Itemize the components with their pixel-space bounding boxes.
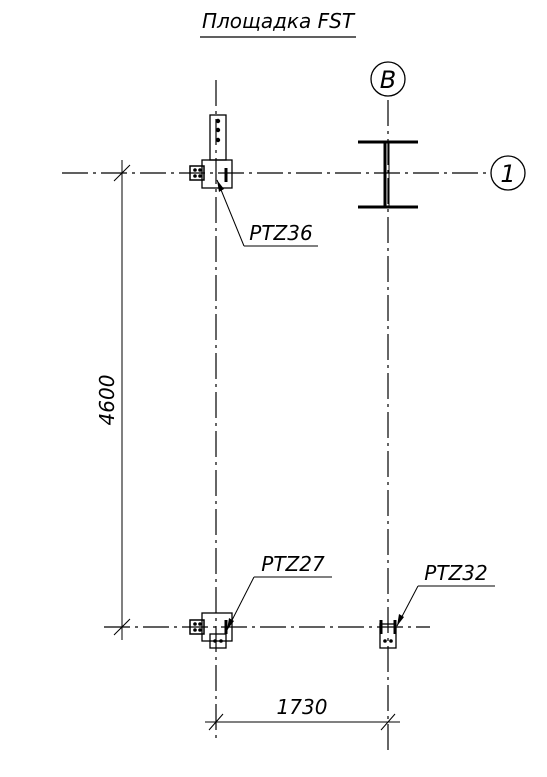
i-beam-column xyxy=(358,140,418,209)
dimension-horizontal-value: 1730 xyxy=(277,695,328,719)
grid-marker-1: 1 xyxy=(490,155,526,191)
drawing-title: Площадка FST xyxy=(202,9,356,33)
grid-marker-1-label: 1 xyxy=(500,160,515,188)
callout-ptz32-label: PTZ32 xyxy=(424,561,487,585)
callout-ptz27: PTZ27 xyxy=(226,552,332,631)
dimension-vertical: 4600 xyxy=(95,160,131,640)
callout-ptz27-label: PTZ27 xyxy=(261,552,325,576)
support-detail-top-left xyxy=(189,114,233,189)
support-detail-bottom-left xyxy=(189,612,233,649)
dimension-vertical-value: 4600 xyxy=(95,375,119,426)
grid-marker-b: B xyxy=(370,61,406,97)
grid-marker-b-label: B xyxy=(380,66,396,94)
callout-ptz36-label: PTZ36 xyxy=(249,221,312,245)
callout-ptz32: PTZ32 xyxy=(396,561,495,627)
callout-ptz36: PTZ36 xyxy=(216,179,318,247)
support-detail-bottom-right xyxy=(379,620,397,649)
dimension-horizontal: 1730 xyxy=(205,695,400,731)
